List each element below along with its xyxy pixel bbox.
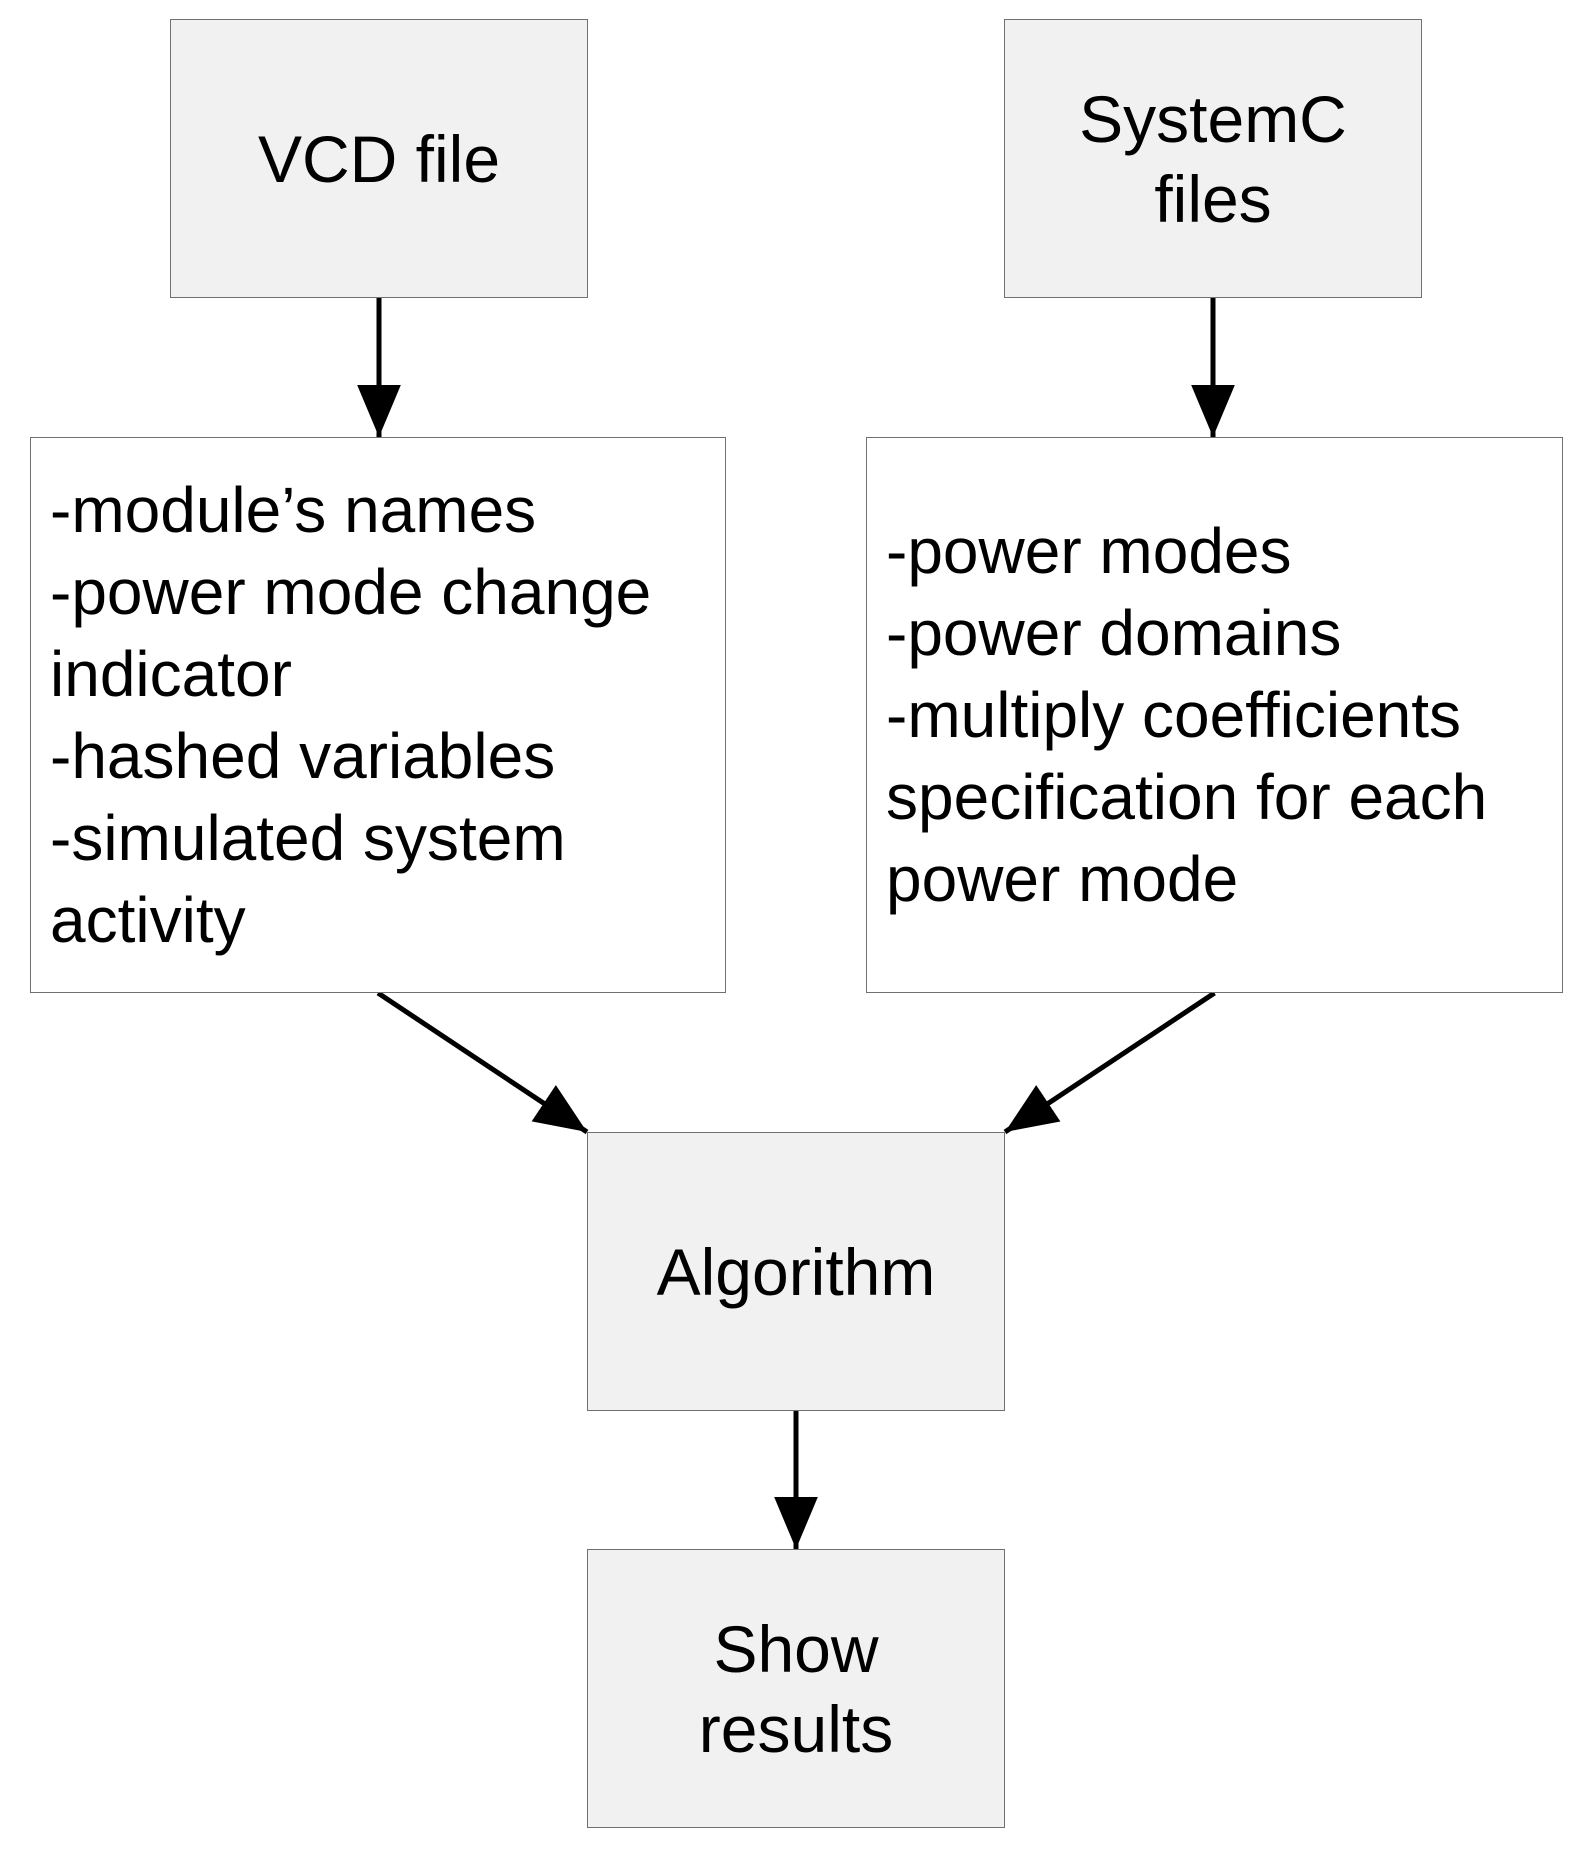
vcd-contents-line-4: -hashed variables (50, 720, 556, 792)
systemc-contents-line-4: specification for each (886, 761, 1488, 833)
algorithm-box: Algorithm (587, 1132, 1005, 1411)
arrow-vcd_contents-to-algorithm (376, 990, 589, 1135)
arrow-systemc_contents-to-algorithm (1003, 990, 1216, 1135)
systemc-files-label-line-1: SystemC (1079, 81, 1347, 156)
systemc-contents-line-5: power mode (886, 843, 1239, 915)
vcd-file-label: VCD file (257, 121, 501, 196)
vcd-contents-line-3: indicator (50, 638, 292, 710)
systemc-contents-line-1: -power modes (886, 515, 1292, 587)
show-results-label-line-2: results (698, 1691, 894, 1766)
vcd-contents-box: -module’s names -power mode change indic… (30, 437, 726, 993)
systemc-contents-line-3: -multiply coefficients (886, 679, 1462, 751)
vcd-file-box: VCD file (170, 19, 588, 298)
vcd-contents-line-2: -power mode change (50, 556, 652, 628)
vcd-contents-line-5: -simulated system (50, 802, 566, 874)
vcd-contents-line-6: activity (50, 884, 246, 956)
systemc-contents-box: -power modes -power domains -multiply co… (866, 437, 1563, 993)
systemc-files-label-line-2: files (1154, 161, 1272, 236)
show-results-label-line-1: Show (713, 1611, 879, 1686)
systemc-contents-line-2: -power domains (886, 597, 1342, 669)
algorithm-label: Algorithm (656, 1234, 936, 1309)
vcd-contents-line-1: -module’s names (50, 474, 537, 546)
show-results-box: Show results (587, 1549, 1005, 1828)
systemc-files-box: SystemC files (1004, 19, 1422, 298)
